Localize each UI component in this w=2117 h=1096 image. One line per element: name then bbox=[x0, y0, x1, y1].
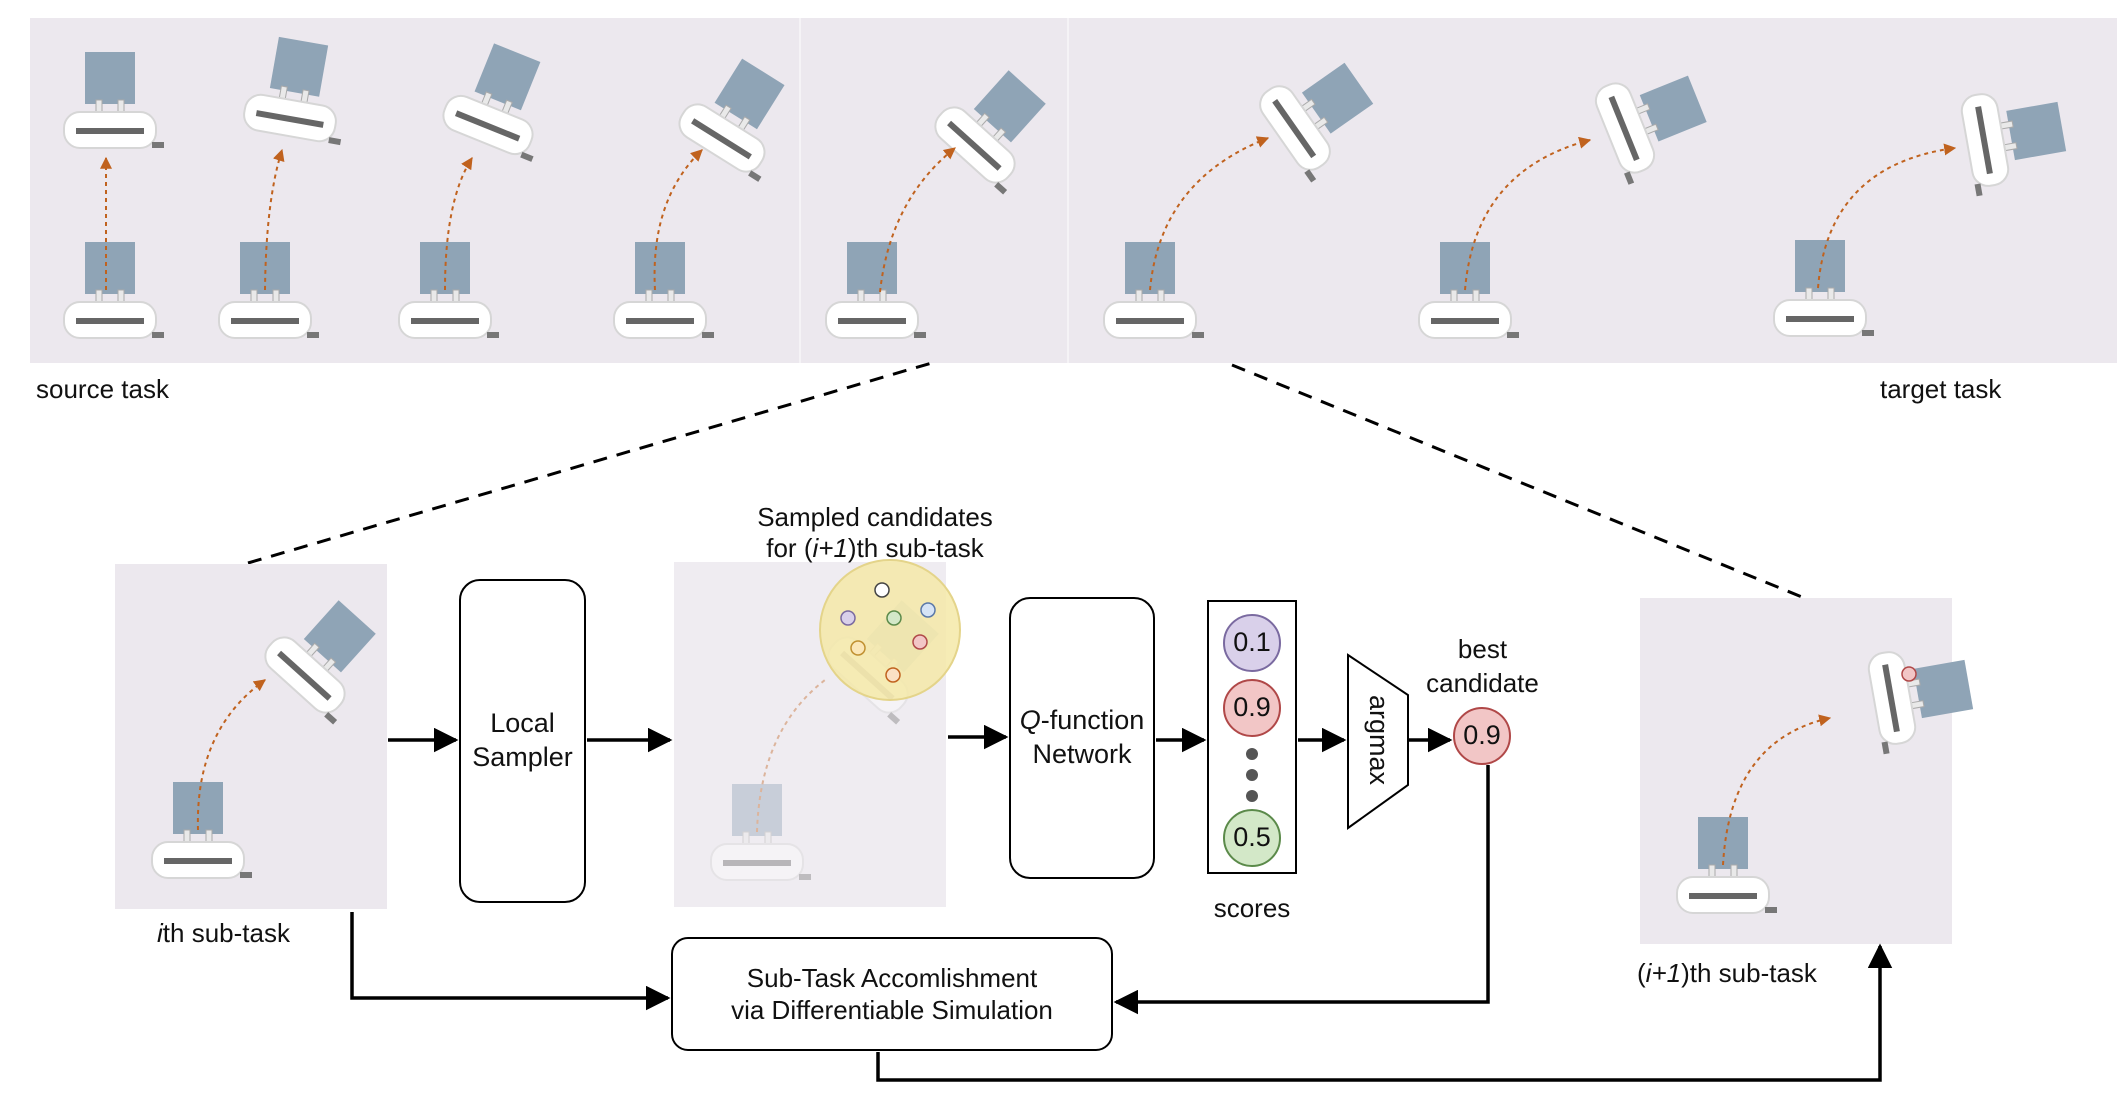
scores-label: scores bbox=[1213, 893, 1291, 923]
best-candidate-caption: best candidate bbox=[1426, 634, 1539, 698]
frame-4 bbox=[613, 46, 811, 339]
best-candidate-marker bbox=[1901, 666, 1917, 682]
frame-6 bbox=[1103, 44, 1391, 339]
arrow-subtask-to-accomplish bbox=[350, 912, 671, 1011]
source-task-label: source task bbox=[36, 374, 169, 404]
candidate-dot bbox=[886, 610, 902, 626]
score-circle-0 bbox=[1223, 614, 1281, 672]
zoom-line-right bbox=[1231, 363, 1803, 599]
score-value-0: 0.1 bbox=[1233, 627, 1271, 658]
candidate-dot bbox=[885, 667, 901, 683]
local-sampler-box bbox=[459, 579, 586, 903]
candidate-dot bbox=[850, 640, 866, 656]
ellipsis-dot bbox=[1246, 790, 1258, 802]
frame-7 bbox=[1418, 55, 1719, 339]
arrow-accomplish-to-next bbox=[876, 943, 1893, 1082]
argmax-label: argmax bbox=[1363, 694, 1394, 786]
frame-8 bbox=[1773, 80, 2073, 337]
argmax-block bbox=[1347, 653, 1409, 830]
trajectory-strip bbox=[30, 18, 2117, 363]
sampled-candidates-caption: Sampled candidates for (i+1)th sub-task bbox=[757, 502, 993, 563]
frame-1 bbox=[63, 51, 165, 339]
qfunction-box bbox=[1009, 597, 1155, 879]
best-score-value: 0.9 bbox=[1463, 720, 1501, 751]
strip-background bbox=[30, 18, 2117, 363]
candidate-dot bbox=[912, 634, 928, 650]
sampled-panel bbox=[674, 559, 962, 907]
next-subtask-panel bbox=[1640, 598, 1980, 944]
arrow-best-to-accomplish bbox=[1113, 765, 1490, 1015]
frame-2 bbox=[218, 32, 358, 339]
score-circle-1 bbox=[1223, 679, 1281, 737]
frame-5 bbox=[825, 55, 1069, 339]
score-circle-2 bbox=[1223, 809, 1281, 867]
next-subtask-label: (i+1)th sub-task bbox=[1637, 958, 1817, 988]
score-value-1: 0.9 bbox=[1233, 692, 1271, 723]
candidate-dot bbox=[920, 602, 936, 618]
ellipsis-dot bbox=[1246, 769, 1258, 781]
accomplishment-box bbox=[671, 937, 1113, 1051]
best-candidate-circle bbox=[1453, 707, 1511, 765]
candidate-dot bbox=[874, 582, 890, 598]
ith-subtask-panel bbox=[115, 564, 399, 909]
ith-subtask-label: ith sub-task bbox=[157, 918, 290, 948]
candidate-dot bbox=[840, 610, 856, 626]
frame-3 bbox=[398, 34, 569, 339]
ellipsis-dot bbox=[1246, 748, 1258, 760]
target-task-label: target task bbox=[1880, 374, 2002, 404]
candidate-cloud bbox=[819, 559, 961, 701]
score-value-2: 0.5 bbox=[1233, 822, 1271, 853]
